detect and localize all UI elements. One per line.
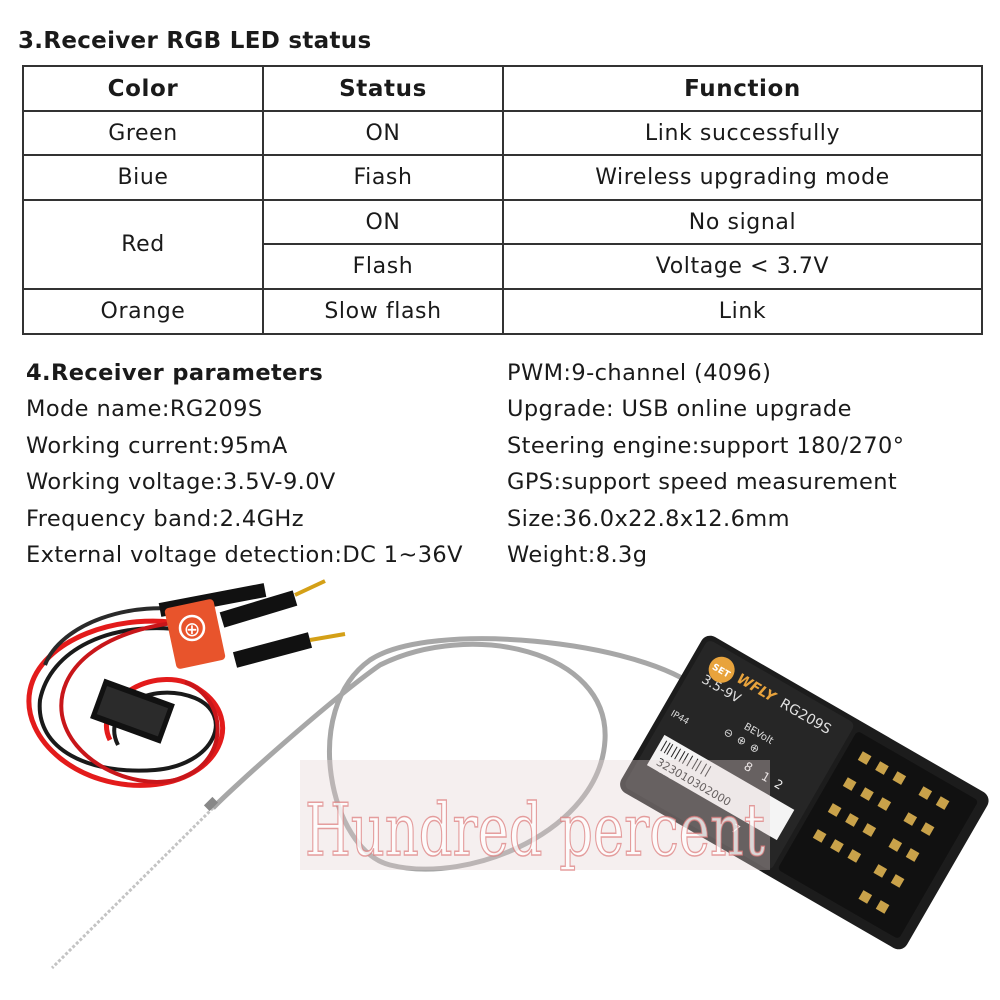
table-row: Biue Fiash Wireless upgrading mode (22, 154, 983, 201)
column-header-status: Status (262, 65, 504, 112)
led-status-table: Color Status Function Green ON Link succ… (22, 65, 983, 335)
param-pwm: PWM:9-channel (4096) (507, 360, 772, 386)
cell-status: Slow flash (262, 288, 504, 335)
param-frequency-band: Frequency band:2.4GHz (26, 505, 304, 532)
table-row: Orange Slow flash Link (22, 288, 983, 335)
column-header-function: Function (502, 65, 983, 112)
param-upgrade: Upgrade: USB online upgrade (507, 396, 852, 423)
led-status-heading: 3.Receiver RGB LED status (18, 28, 372, 54)
cell-color: Red (22, 199, 264, 290)
parameters-heading: 4.Receiver parameters (26, 360, 324, 386)
receiver-unit: WFLY RG209S 3.5-9V IP44 BEVolt GPS ⊖ ⊕ ⊕… (620, 635, 989, 950)
plus-symbol-icon: ⊕ (184, 617, 201, 641)
receiver-product-photo: ⊕ WFLY RG209S 3.5-9V IP44 BEVolt GPS ⊖ ⊕… (26, 579, 989, 970)
param-size: Size:36.0x22.8x12.6mm (507, 505, 790, 532)
cell-function: Link (502, 288, 983, 335)
plus-marker: ⊕ (164, 599, 226, 669)
param-steering-engine: Steering engine:support 180/270° (507, 432, 905, 459)
param-external-voltage: External voltage detection:DC 1~36V (26, 541, 463, 568)
table-row: Green ON Link successfully (22, 110, 983, 156)
table-row: Red ON No signal (22, 199, 983, 290)
cell-function: No signal (502, 199, 983, 245)
table-row: Flash Voltage < 3.7V (23, 243, 983, 290)
antenna-sleeve (203, 796, 219, 812)
table-header-row: Color Status Function (22, 65, 983, 112)
barcode (660, 740, 712, 777)
cell-color: Green (22, 110, 264, 156)
parameters-right-column: PWM:9-channel (4096) Upgrade: USB online… (507, 355, 904, 573)
watermark: Hundred percent (300, 760, 770, 873)
parameters-left-column: 4.Receiver parameters Mode name:RG209S W… (26, 355, 463, 573)
param-weight: Weight:8.3g (507, 541, 648, 568)
set-button (708, 656, 735, 683)
cell-function: Wireless upgrading mode (502, 154, 983, 201)
param-working-current: Working current:95mA (26, 432, 288, 459)
cell-status: ON (262, 110, 504, 156)
cell-function: Link successfully (502, 110, 983, 156)
cell-color: Biue (22, 154, 264, 201)
cell-status: Fiash (262, 154, 504, 201)
param-working-voltage: Working voltage:3.5V-9.0V (26, 469, 336, 496)
voltage-detection-cable (26, 606, 226, 788)
cell-function: Voltage < 3.7V (502, 243, 983, 290)
cell-status: ON (262, 199, 504, 245)
param-gps: GPS:support speed measurement (507, 469, 898, 496)
cell-status: Flash (262, 243, 504, 290)
servo-plug (90, 678, 175, 744)
param-mode-name: Mode name:RG209S (26, 396, 263, 423)
column-header-color: Color (22, 65, 264, 112)
cell-color: Orange (22, 288, 264, 335)
antenna-tip (50, 806, 215, 970)
antenna-wire (211, 636, 702, 872)
watermark-text: Hundred percent (305, 788, 765, 872)
